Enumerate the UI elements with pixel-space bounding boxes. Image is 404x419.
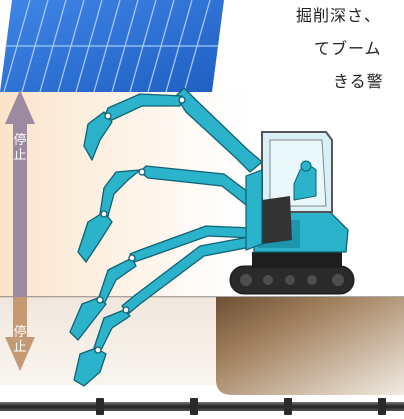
- height-stop-arrow: [5, 90, 35, 297]
- excavator-arm-deep: [73, 235, 257, 387]
- depth-stop-label: 停止: [13, 325, 27, 355]
- caption-line-3: きる警: [333, 72, 384, 91]
- height-stop-label: 停止: [13, 133, 27, 163]
- excavator-arm-mid: [77, 165, 257, 263]
- caption-line-2: てブーム: [314, 39, 382, 58]
- caption-line-1: 掘削深さ、: [296, 6, 382, 25]
- solar-panel-icon: [0, 0, 224, 93]
- pipe-icon: [0, 398, 404, 415]
- depth-stop-arrow: [5, 297, 35, 371]
- excavator-arm-low: [69, 225, 255, 341]
- excavator-icon: [229, 131, 355, 295]
- soil-block: [216, 297, 404, 395]
- excavation-pit: [0, 297, 216, 385]
- excavator-arm-high: [83, 87, 263, 173]
